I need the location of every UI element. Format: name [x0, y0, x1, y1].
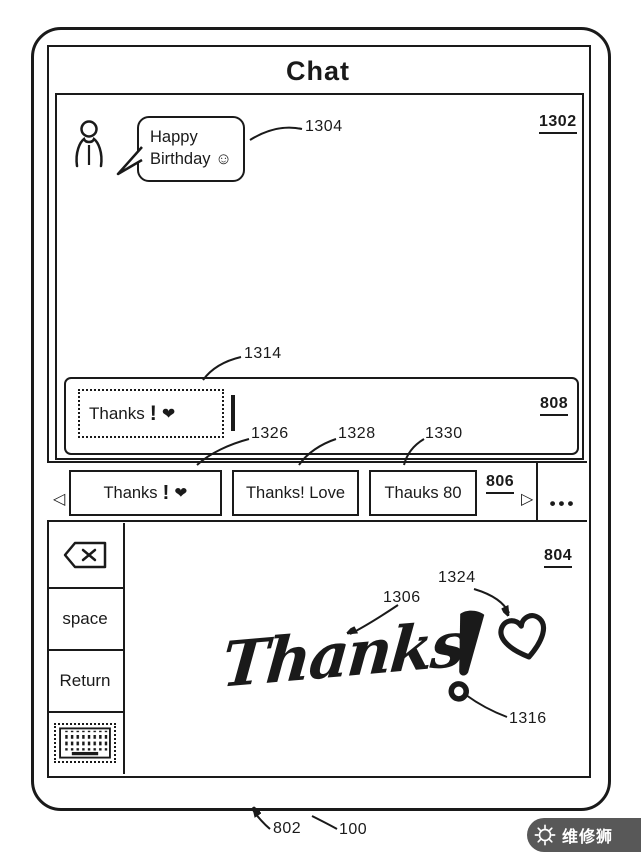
next-candidates-button[interactable]: ▷ — [521, 491, 534, 508]
ref-heart-sketch: 1324 — [438, 569, 476, 586]
candidate-exclaim: ! — [162, 480, 170, 504]
watermark-lion-icon — [534, 824, 556, 846]
backspace-icon — [63, 541, 107, 569]
composed-text-box: Thanks! ❤ — [78, 389, 224, 438]
candidate-thanks-love[interactable]: Thanks! Love — [232, 470, 359, 516]
candidate-label: Thanks! Love — [245, 483, 346, 502]
key-column: space Return — [47, 523, 125, 774]
return-key[interactable]: Return — [47, 651, 123, 713]
keyboard-icon — [54, 723, 116, 763]
candidate-heart-icon: ❤ — [174, 485, 188, 502]
screen-frame — [47, 45, 591, 778]
candidate-thanks-heart[interactable]: Thanks! ❤ — [69, 470, 222, 516]
ref-handwritten-word: 1306 — [383, 589, 421, 606]
input-text: Thanks — [89, 403, 145, 423]
suggestion-bar-divider — [536, 461, 538, 522]
candidate-thauks-80[interactable]: Thauks 80 — [369, 470, 477, 516]
ref-suggestion-bar: 806 — [486, 473, 515, 494]
watermark-text: 维修狮 — [562, 829, 614, 846]
ref-candidate-1: 1326 — [251, 425, 289, 442]
ref-bubble: 1304 — [305, 118, 343, 135]
heart-sketch — [498, 613, 547, 660]
ref-device-edge: 802 — [273, 820, 302, 837]
ref-input-field: 808 — [540, 395, 569, 416]
text-cursor — [231, 395, 235, 431]
candidate-label: Thauks 80 — [384, 483, 462, 502]
space-key[interactable]: space — [47, 589, 123, 651]
device-frame — [31, 27, 611, 811]
page-title: Chat — [286, 56, 350, 86]
backspace-key[interactable] — [47, 523, 123, 589]
ref-chat-area: 1302 — [539, 113, 577, 134]
watermark: 维修狮 — [527, 818, 641, 852]
ref-handwriting-area: 804 — [544, 547, 573, 568]
more-candidates-button[interactable]: ••• — [549, 494, 577, 513]
message-text-line2: Birthday ☺ — [150, 150, 232, 169]
person-avatar-icon — [75, 120, 103, 168]
prev-candidates-button[interactable]: ◁ — [53, 491, 66, 508]
bubble-tail — [116, 146, 143, 176]
input-heart-icon: ❤ — [161, 404, 176, 423]
input-exclaim: ! — [149, 400, 157, 425]
message-bubble: Happy Birthday ☺ — [137, 116, 245, 182]
keyboard-toggle-key[interactable] — [47, 713, 123, 773]
message-text-line1: Happy — [150, 128, 198, 146]
ref-composed-text: 1314 — [244, 345, 282, 362]
ref-candidate-3: 1330 — [425, 425, 463, 442]
handwritten-exclamation — [448, 610, 485, 702]
ref-system: 100 — [339, 821, 368, 838]
candidate-label: Thanks — [103, 483, 158, 502]
ref-candidate-2: 1328 — [338, 425, 376, 442]
ref-exclamation: 1316 — [509, 710, 547, 727]
